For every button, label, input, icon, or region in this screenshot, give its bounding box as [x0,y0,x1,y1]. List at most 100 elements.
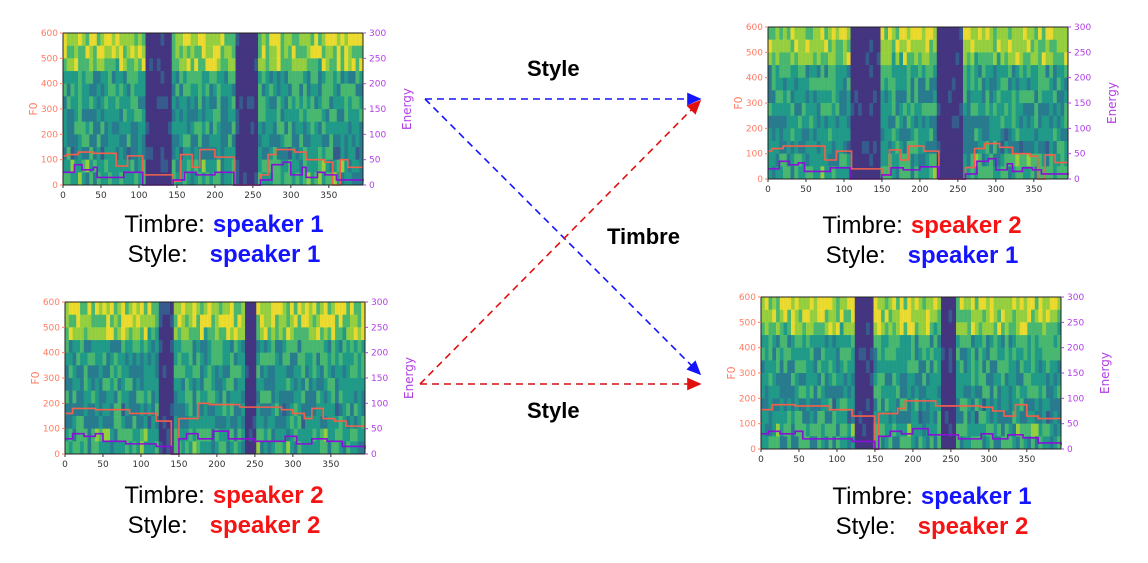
f0-tick-label: 500 [43,323,60,333]
x-tick-label: 150 [168,191,185,201]
x-tick-label: 0 [765,185,771,195]
style-speaker: speaker 2 [209,512,321,539]
energy-tick-label: 0 [1067,445,1073,455]
x-tick-label: 150 [866,455,883,465]
energy-tick-label: 250 [369,54,386,64]
f0-tick-label: 100 [739,420,756,430]
x-tick-label: 0 [62,460,68,470]
energy-tick-label: 50 [1074,150,1086,160]
style-speaker: speaker 2 [917,513,1029,540]
style-row: Style: speaker 1 [64,240,384,270]
timbre-row: Timbre: speaker 1 [64,210,384,240]
f0-tick-label: 600 [43,298,60,308]
energy-axis-label: Energy [402,357,416,399]
style-row: Style:speaker 1 [762,241,1082,271]
f0-tick-label: 0 [757,175,763,185]
energy-tick-label: 250 [371,323,388,333]
timbre-label: Timbre: [124,482,205,509]
style-row: Style: speaker 2 [64,511,384,541]
energy-tick-label: 0 [371,450,377,460]
f0-tick-label: 300 [43,374,60,384]
energy-tick-label: 150 [369,105,386,115]
energy-line [768,157,1069,180]
energy-tick-label: 150 [1074,99,1091,109]
energy-tick-label: 250 [1074,48,1091,58]
x-tick-label: 150 [170,460,187,470]
energy-tick-label: 100 [1074,124,1091,134]
f0-tick-label: 400 [41,80,58,90]
energy-axis-label: Energy [1105,82,1119,124]
f0-tick-label: 100 [746,150,763,160]
style-label: Style: [127,241,188,268]
energy-axis-label: Energy [400,88,414,130]
energy-tick-label: 0 [369,181,375,191]
energy-tick-label: 300 [1074,23,1091,33]
x-tick-label: 0 [758,455,764,465]
timbre-label: Timbre: [832,483,913,510]
timbre-row: Timbre:speaker 2 [762,211,1082,241]
f0-tick-label: 300 [41,105,58,115]
energy-tick-label: 100 [371,399,388,409]
style-speaker: speaker 1 [209,241,321,268]
f0-tick-label: 200 [43,399,60,409]
energy-tick-label: 150 [1067,369,1084,379]
energy-tick-label: 300 [369,29,386,39]
timbre-row: Timbre:speaker 1 [772,482,1092,512]
energy-tick-label: 50 [371,425,383,435]
x-tick-label: 100 [132,460,149,470]
energy-tick-label: 200 [1067,344,1084,354]
spectrogram-image [761,297,1062,450]
f0-axis-label: F0 [732,96,745,109]
f0-line [65,402,365,455]
energy-axis-label: Energy [1098,352,1112,394]
style-speaker: speaker 1 [907,242,1019,269]
x-tick-label: 250 [246,460,263,470]
x-tick-label: 200 [911,185,928,195]
f0-tick-label: 200 [41,130,58,140]
timbre-arrow-red [419,99,702,385]
x-tick-label: 300 [284,460,301,470]
f0-tick-label: 100 [41,156,58,166]
f0-tick-label: 400 [43,349,60,359]
f0-tick-label: 400 [746,74,763,84]
f0-tick-label: 500 [739,318,756,328]
energy-tick-label: 250 [1067,318,1084,328]
energy-tick-label: 100 [369,130,386,140]
f0-axis-label: F0 [725,366,738,379]
x-tick-label: 0 [60,191,66,201]
f0-tick-label: 600 [739,293,756,303]
x-tick-label: 150 [873,185,890,195]
style-label: Style: [835,513,896,540]
spectrogram-image [768,27,1069,180]
x-tick-label: 200 [208,460,225,470]
timbre-label: Timbre: [822,212,903,239]
energy-tick-label: 0 [1074,175,1080,185]
energy-tick-label: 300 [1067,293,1084,303]
style-label-top: Style [527,56,580,81]
style-label: Style: [127,512,188,539]
energy-tick-label: 150 [371,374,388,384]
x-tick-label: 350 [1018,455,1035,465]
timbre-speaker: speaker 1 [212,211,324,238]
style-label-bottom: Style [527,398,580,423]
timbre-label: Timbre: [124,211,205,238]
f0-line [63,148,363,186]
x-tick-label: 50 [95,191,107,201]
f0-tick-label: 200 [739,394,756,404]
x-tick-label: 100 [828,455,845,465]
x-tick-label: 250 [949,185,966,195]
x-tick-label: 300 [987,185,1004,195]
f0-tick-label: 600 [746,23,763,33]
timbre-speaker: speaker 2 [212,482,324,509]
energy-line [761,427,1062,450]
x-tick-label: 50 [793,455,805,465]
energy-tick-label: 100 [1067,394,1084,404]
f0-line [768,142,1068,180]
energy-tick-label: 50 [1067,420,1079,430]
energy-tick-label: 50 [369,156,381,166]
